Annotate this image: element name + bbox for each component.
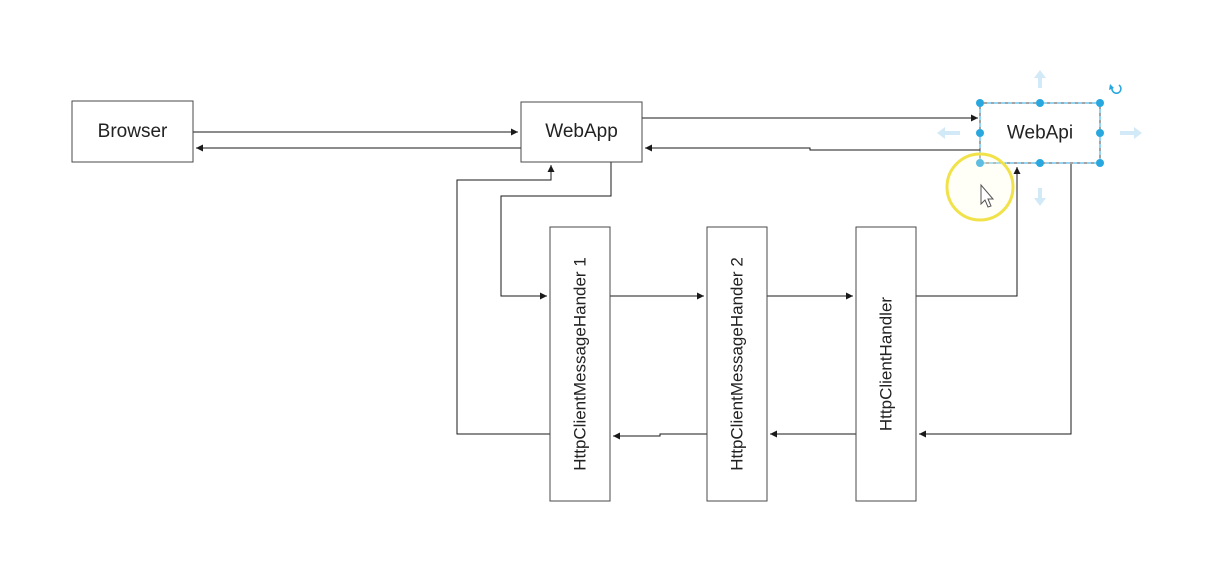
hover-arrow-right-icon[interactable] (1120, 127, 1142, 139)
node-browser-label: Browser (98, 121, 168, 142)
node-handler1-label: HttpClientMessageHander 1 (571, 257, 590, 471)
hover-arrow-down-icon[interactable] (1034, 188, 1046, 206)
hover-arrow-up-icon[interactable] (1034, 70, 1046, 88)
node-handler1[interactable]: HttpClientMessageHander 1 (549, 226, 611, 502)
node-webapp[interactable]: WebApp (520, 101, 643, 163)
node-handler2[interactable]: HttpClientMessageHander 2 (706, 226, 768, 502)
webapp-to-handler1-arrow[interactable] (500, 162, 612, 300)
node-browser[interactable]: Browser (71, 100, 194, 163)
handler2-to-handler1-arrow[interactable] (613, 432, 707, 440)
connectors (193, 114, 1072, 440)
selection-handle-icon[interactable] (1096, 99, 1104, 107)
selection-handle-icon[interactable] (1096, 129, 1104, 137)
selection-handle-icon[interactable] (976, 129, 984, 137)
selection-handle-icon[interactable] (1096, 159, 1104, 167)
webapi-to-handler3-arrow[interactable] (919, 164, 1072, 438)
selection-handles (976, 99, 1104, 167)
selection-handle-icon[interactable] (976, 99, 984, 107)
node-webapi[interactable]: WebApi (979, 102, 1101, 164)
node-webapi-label: WebApi (1007, 123, 1073, 144)
selection-handle-icon[interactable] (1036, 159, 1044, 167)
cursor-highlight-circle (945, 152, 1015, 222)
selection-overlay (937, 70, 1142, 206)
node-webapp-label: WebApp (545, 121, 618, 142)
webapi-to-webapp-arrow[interactable] (645, 144, 980, 152)
selection-handle-icon[interactable] (1036, 99, 1044, 107)
hover-arrows (937, 70, 1142, 206)
mouse-pointer-icon (980, 183, 995, 208)
handler1-to-webapp-arrow[interactable] (456, 165, 555, 435)
node-handler3[interactable]: HttpClientHandler (855, 226, 917, 502)
node-handler2-label: HttpClientMessageHander 2 (728, 257, 747, 471)
node-handler3-label: HttpClientHandler (877, 297, 896, 432)
handler3-to-webapi-arrow[interactable] (916, 167, 1021, 297)
hover-arrow-left-icon[interactable] (937, 127, 960, 139)
rotate-icon[interactable] (1109, 84, 1122, 94)
selection-handle-icon[interactable] (976, 159, 984, 167)
